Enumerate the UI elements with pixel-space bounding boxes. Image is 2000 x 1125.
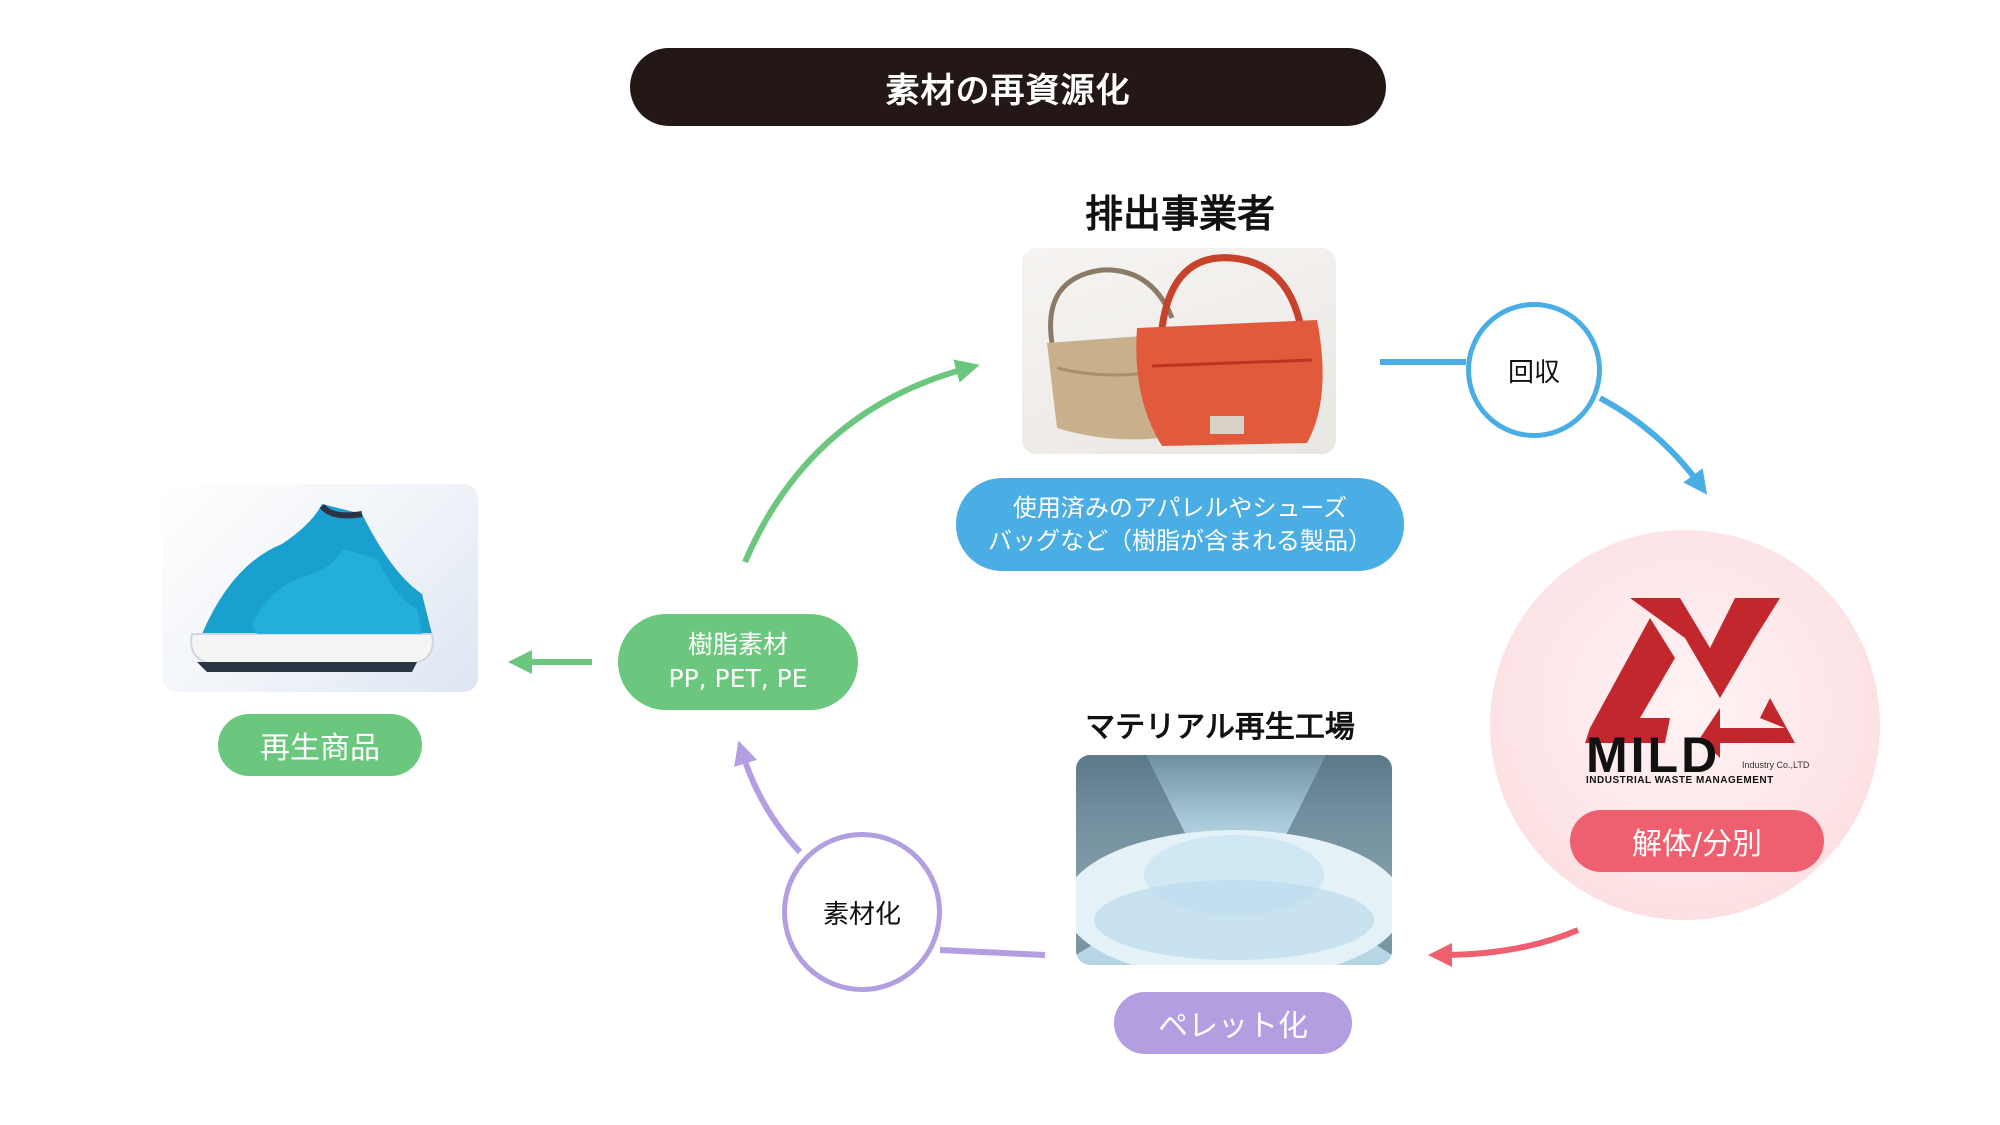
emitter-caption-line2: バッグなど（樹脂が含まれる製品）: [988, 526, 1372, 555]
arrow-to-resin: [734, 740, 803, 855]
emitter-caption-line1: 使用済みのアパレルやシューズ: [1012, 493, 1348, 522]
materialize-label: 素材化: [822, 899, 901, 930]
arrow-to-factory: [1428, 927, 1580, 967]
resin-label-line1: 樹脂素材: [687, 630, 788, 659]
mild-logo-tagline: INDUSTRIAL WASTE MANAGEMENT: [1586, 775, 1774, 786]
mild-logo-text: MILD: [1586, 727, 1721, 783]
diagram-title: 素材の再資源化: [630, 48, 1386, 126]
emitter-heading: 排出事業者: [1084, 192, 1275, 236]
emitter-caption: 使用済みのアパレルやシューズ バッグなど（樹脂が含まれる製品）: [956, 478, 1404, 571]
plastic-pellets-photo: [1076, 755, 1392, 965]
materialize-node: 素材化: [782, 832, 942, 992]
factory-label: ペレット化: [1114, 992, 1352, 1054]
sneakers-photo: [162, 484, 478, 692]
factory-heading: マテリアル再生工場: [1085, 710, 1355, 745]
handbags-photo: [1022, 248, 1336, 454]
mild-logo-sub: Industry Co.,LTD: [1742, 760, 1810, 770]
arrow-to-mild: [1598, 395, 1708, 495]
arrow-to-emitter: [742, 359, 980, 564]
resin-material-node: 樹脂素材 PP, PET, PE: [618, 614, 858, 710]
collection-node: 回収: [1466, 302, 1602, 438]
mild-recycle-logo: [1570, 578, 1800, 758]
arrow-to-materialize: [939, 947, 1046, 958]
product-label: 再生商品: [218, 714, 422, 776]
collection-label: 回収: [1507, 357, 1560, 388]
resin-label-line2: PP, PET, PE: [668, 664, 808, 693]
mild-label: 解体/分別: [1570, 810, 1824, 872]
